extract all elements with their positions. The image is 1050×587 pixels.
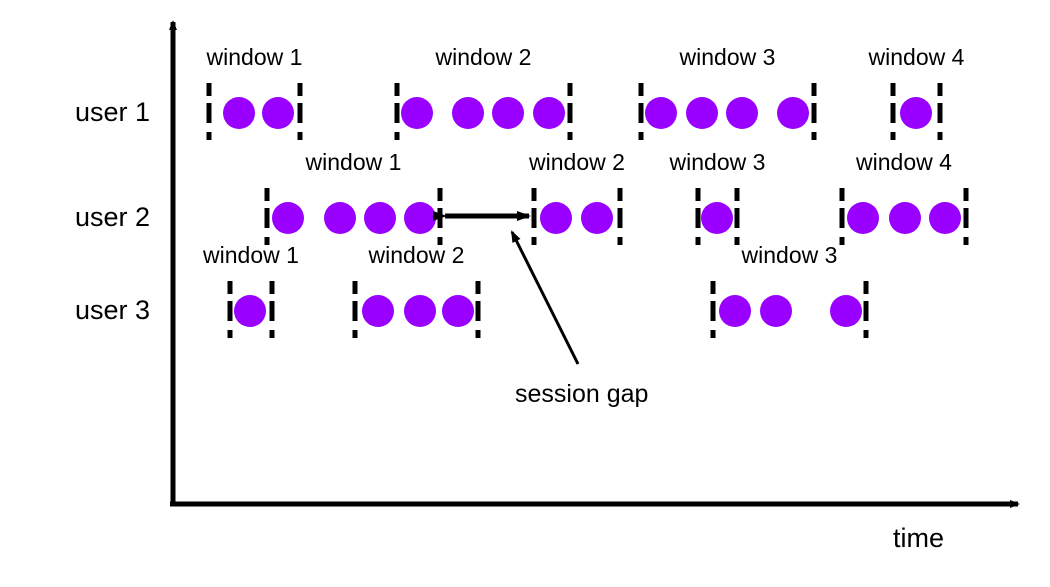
window-label: window 3 [679,44,776,70]
session-gap-pointer-arrow [510,230,580,365]
window-label: window 3 [741,242,838,268]
event-dot [847,202,879,234]
event-dot [234,295,266,327]
window-group [531,188,623,245]
user-row-label: user 1 [74,97,150,127]
x-axis-label: time [893,523,945,553]
event-dot [364,202,396,234]
window-label: window 2 [529,149,625,175]
window-group [394,83,573,140]
user-row-label: user 2 [74,202,150,232]
window-label: window 4 [856,149,952,175]
event-dot [900,97,932,129]
window-group [227,281,275,338]
event-dot [533,97,565,129]
event-dot [760,295,792,327]
event-dot [645,97,677,129]
event-dot [540,202,572,234]
window-label: window 3 [669,149,766,175]
event-dot [272,202,304,234]
event-dot [581,202,613,234]
event-dot [777,97,809,129]
event-dot [492,97,524,129]
window-label: window 1 [305,149,402,175]
window-group [264,188,443,245]
session-gap-label: session gap [515,380,649,408]
event-dot [324,202,356,234]
event-dot [701,202,733,234]
event-dot [404,202,436,234]
window-label: window 1 [206,44,303,70]
window-group [352,281,481,338]
event-dot [452,97,484,129]
event-dot [362,295,394,327]
event-dot [223,97,255,129]
event-dot [726,97,758,129]
event-dot [889,202,921,234]
event-dot [686,97,718,129]
window-group [638,83,817,140]
event-dot [442,295,474,327]
user-row-label: user 3 [74,295,150,325]
event-dot [719,295,751,327]
event-dot [262,97,294,129]
window-group [839,188,969,245]
event-dot [830,295,862,327]
window-label: window 2 [435,44,532,70]
axes-group [169,20,1020,508]
window-label: window 2 [368,242,465,268]
window-group [890,83,943,140]
window-label: window 1 [203,242,299,268]
windows-layer [206,83,969,338]
window-group [710,281,869,338]
event-dot [929,202,961,234]
window-group [206,83,303,140]
window-group [695,188,740,245]
window-label: window 4 [868,44,965,70]
session-gap-annotation-group [433,211,580,365]
event-dot [404,295,436,327]
event-dot [401,97,433,129]
